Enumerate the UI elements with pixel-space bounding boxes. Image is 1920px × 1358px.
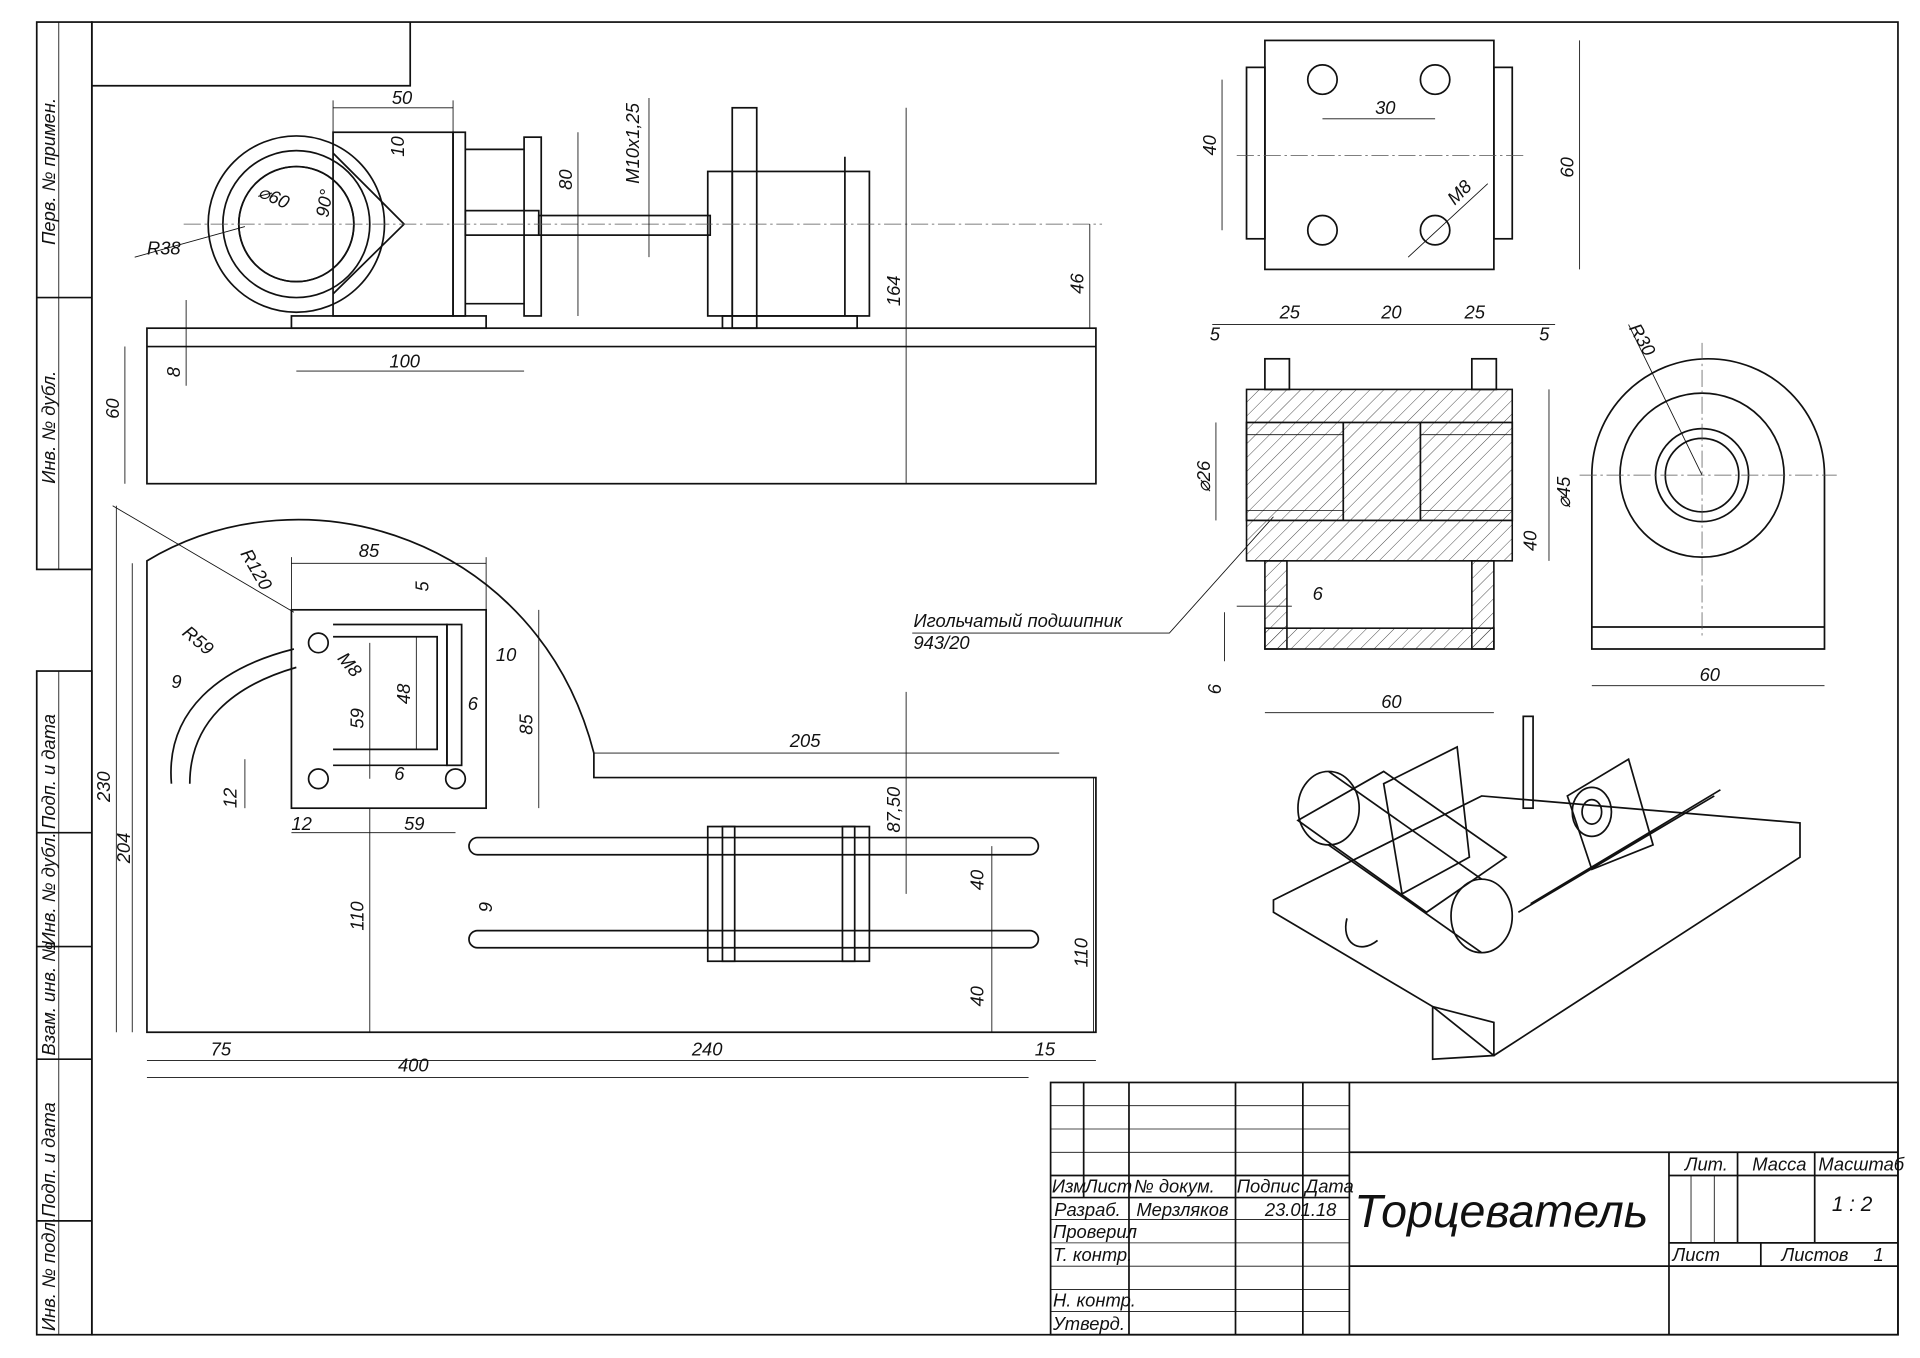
dim-label: 164 (883, 276, 904, 307)
header-date: Дата (1303, 1176, 1353, 1197)
dim-label: 40 (966, 985, 987, 1006)
dim-label: 60 (1700, 664, 1721, 685)
dim-label: 85 (359, 540, 380, 561)
dim-label: 9 (475, 902, 496, 912)
dim-label: 6 (1313, 583, 1324, 604)
dim-label: 59 (347, 708, 368, 728)
dim-label: 6 (394, 763, 405, 784)
dim-label: 25 (1463, 301, 1485, 322)
header-izm: Изм (1052, 1176, 1086, 1197)
sheets-label: Листов (1781, 1244, 1849, 1265)
dim-label: 40 (1520, 530, 1541, 551)
dim-label: 9 (171, 671, 181, 692)
dim-label: 60 (102, 398, 123, 419)
bearing-note: 943/20 (913, 632, 970, 653)
dim-label: 110 (1070, 937, 1091, 967)
top-right-view: 30 40 60 M8 (1199, 39, 1581, 271)
plan-view: 85 5 10 R120 R59 9 M8 59 48 6 6 85 205 8… (93, 505, 1097, 1078)
header-doc: № докум. (1134, 1176, 1215, 1197)
role-norm-control: Н. контр. (1053, 1290, 1136, 1311)
dim-label: 75 (211, 1039, 232, 1060)
dim-label: 59 (404, 813, 424, 834)
dim-label: 204 (113, 833, 134, 865)
dim-label: 20 (1380, 301, 1402, 322)
dim-label: 100 (389, 350, 420, 371)
dim-label: 5 (412, 580, 433, 591)
role-tech-control: Т. контр. (1053, 1244, 1132, 1265)
dim-label: 87,50 (883, 786, 904, 833)
dim-label: 5 (1210, 323, 1221, 344)
front-view: 50 10 80 M10x1,25 164 46 R38 ⌀60 90° 8 1… (102, 87, 1103, 485)
strip-label: Перв. № примен. (38, 98, 59, 245)
lit-label: Лит. (1684, 1154, 1728, 1175)
dim-label: 46 (1067, 273, 1088, 294)
sheet-label: Лист (1672, 1244, 1720, 1265)
sheet-frame (90, 21, 1899, 1336)
header-list: Лист (1084, 1176, 1132, 1197)
section-view: 5 25 20 25 5 ⌀26 ⌀45 40 6 6 60 Игольчаты… (912, 301, 1574, 714)
developer-name: Мерзляков (1136, 1199, 1229, 1220)
dim-label: 10 (496, 644, 517, 665)
sheets-value: 1 (1873, 1244, 1883, 1265)
drawing-title: Торцеватель (1354, 1185, 1648, 1237)
scale-value: 1 : 2 (1832, 1193, 1873, 1216)
dim-label: R38 (147, 238, 181, 259)
dim-label: ⌀60 (255, 181, 293, 214)
side-view: R30 60 (1579, 320, 1837, 687)
dim-label: 25 (1279, 301, 1301, 322)
bearing-note: Игольчатый подшипник (913, 610, 1123, 631)
dim-label: 90° (311, 188, 337, 219)
dim-label: M8 (334, 648, 367, 682)
dim-label: M10x1,25 (622, 102, 643, 183)
dim-label: 5 (1539, 323, 1550, 344)
role-checker: Проверил (1053, 1221, 1137, 1242)
dim-label: M8 (1443, 175, 1476, 208)
strip-label: Инв. № дубл. (38, 371, 59, 484)
dim-label: R59 (179, 621, 218, 659)
side-strip: Перв. № примен. Инв. № дубл. Подп. и дат… (35, 21, 93, 1336)
strip-label: Подп. и дата (38, 1102, 59, 1217)
dim-label: 80 (555, 169, 576, 190)
strip-label: Подп. и дата (38, 714, 59, 829)
dim-label: 40 (966, 869, 987, 890)
header-sign: Подпис (1237, 1176, 1300, 1197)
dim-label: R120 (237, 545, 278, 594)
dim-label: 6 (468, 693, 479, 714)
mass-label: Масса (1752, 1154, 1806, 1175)
role-approved: Утверд. (1052, 1313, 1125, 1334)
dim-label: 15 (1035, 1039, 1056, 1060)
dim-label: 50 (392, 87, 413, 108)
dim-label: 230 (93, 771, 114, 803)
dim-label: 40 (1199, 134, 1220, 155)
dim-label: R30 (1625, 320, 1660, 360)
dim-label: 12 (291, 813, 311, 834)
dim-label: 30 (1375, 97, 1396, 118)
dim-label: 240 (691, 1039, 723, 1060)
dim-label: 400 (398, 1054, 429, 1075)
dim-label: 60 (1556, 156, 1577, 177)
developer-date: 23.01.18 (1264, 1199, 1337, 1220)
dim-label: ⌀45 (1553, 476, 1574, 508)
dim-label: 6 (1204, 683, 1225, 694)
dim-label: 85 (516, 714, 537, 735)
dim-label: 60 (1381, 691, 1402, 712)
dim-label: 10 (387, 136, 408, 157)
dim-label: 48 (393, 683, 414, 704)
scale-label: Масштаб (1818, 1154, 1904, 1175)
dim-label: 205 (789, 730, 821, 751)
role-developer: Разраб. (1054, 1199, 1120, 1220)
title-block: Изм Лист № докум. Подпис Дата Разраб. Ме… (1049, 1081, 1905, 1336)
strip-label: Инв. № подл. (38, 1217, 59, 1331)
dim-label: ⌀26 (1193, 460, 1214, 492)
dim-label: 8 (163, 366, 184, 377)
strip-label: Взам. инв. № (38, 942, 59, 1056)
dim-label: 12 (219, 788, 240, 808)
strip-label: Инв. № дубл. (38, 832, 59, 945)
dim-label: 110 (347, 901, 368, 931)
isometric-view (1272, 715, 1801, 1061)
